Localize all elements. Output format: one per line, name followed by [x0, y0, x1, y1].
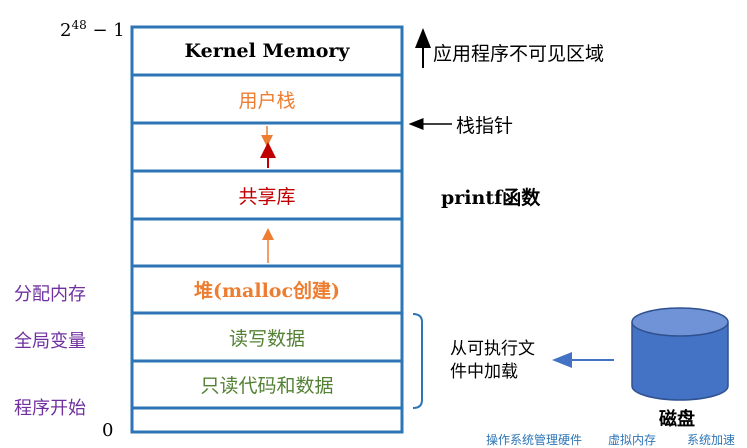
segment-user-stack: 用户栈 — [238, 89, 296, 112]
stack-pointer-note: 栈指针 — [456, 115, 514, 137]
segment-heap: 堆(malloc创建) — [193, 280, 341, 302]
top-address-label: 248 − 1 — [60, 18, 125, 41]
segment-rw-data: 读写数据 — [228, 327, 305, 350]
footer-tab-virtual-memory[interactable]: 虚拟内存 — [608, 433, 657, 447]
top-address-base: 2 — [60, 20, 72, 41]
disk-label: 磁盘 — [659, 409, 695, 430]
top-address-suffix: − 1 — [86, 20, 125, 41]
bottom-address-label: 0 — [102, 420, 114, 441]
printf-note: printf函数 — [441, 187, 541, 209]
invisible-area-note: 应用程序不可见区域 — [433, 43, 605, 65]
load-bracket — [412, 313, 423, 409]
load-from-executable-note: 从可执行文件中加载 — [450, 339, 535, 382]
footer-tab-os-hardware[interactable]: 操作系统管理硬件 — [486, 433, 583, 447]
top-address-exponent: 48 — [71, 18, 87, 32]
memory-stack-frame — [130, 25, 404, 434]
segment-kernel-memory: Kernel Memory — [184, 40, 350, 62]
global-variables-note: 全局变量 — [14, 331, 86, 352]
segment-ro-code: 只读代码和数据 — [200, 375, 334, 397]
footer-tab-system-acceleration[interactable]: 系统加速 — [687, 433, 736, 447]
alloc-memory-note: 分配内存 — [14, 284, 86, 305]
program-start-note: 程序开始 — [14, 398, 86, 419]
disk-icon — [631, 307, 729, 401]
segment-shared-library: 共享库 — [238, 185, 296, 208]
